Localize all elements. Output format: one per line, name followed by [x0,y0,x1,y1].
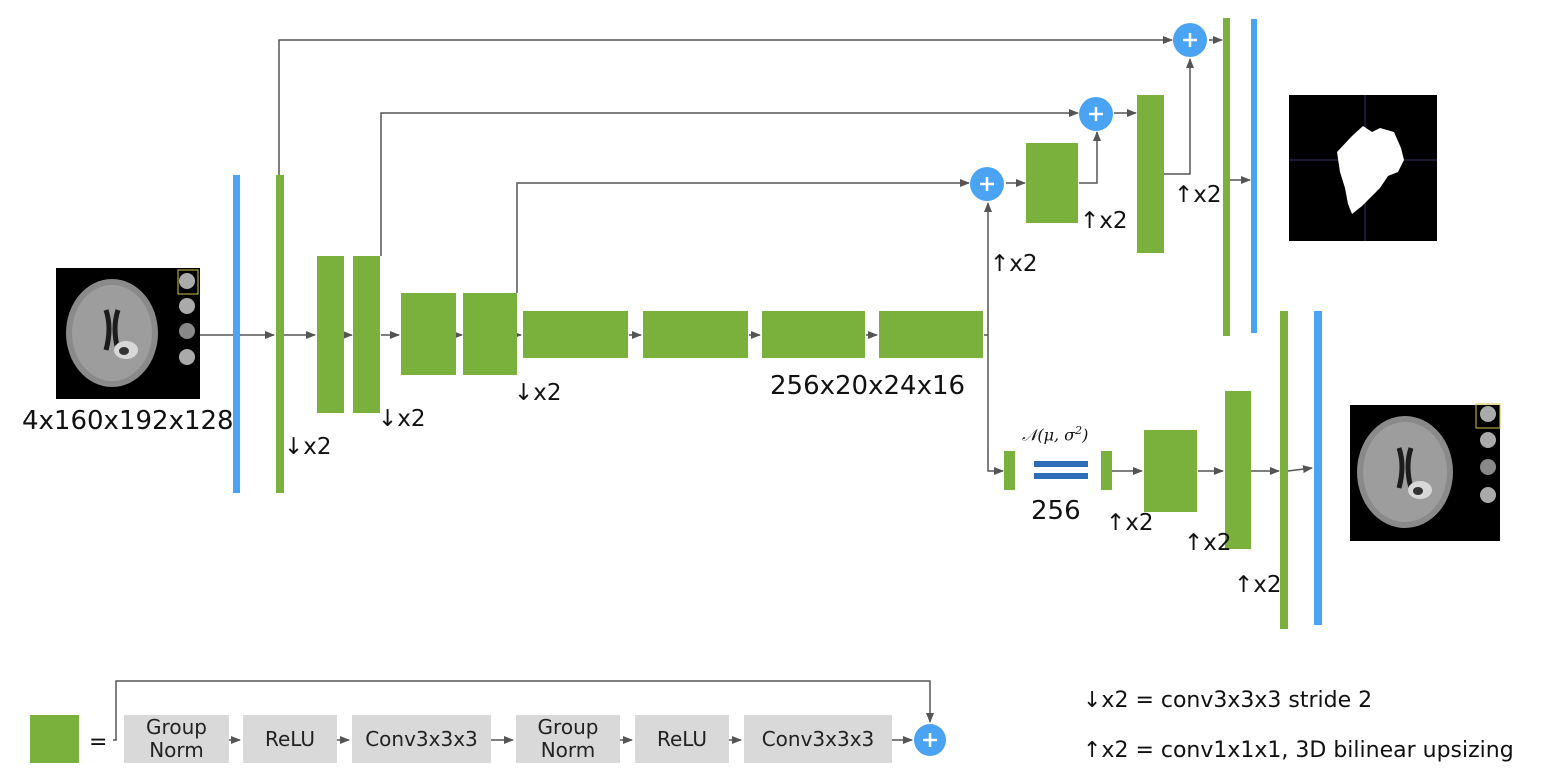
dec-block-1 [1026,143,1078,223]
enc-block-4a [523,311,628,358]
legend-def-up: ↑x2 = conv1x1x1, 3D bilinear upsizing [1083,738,1514,763]
add-node-2 [1079,97,1113,131]
vae-blocks [1004,311,1322,629]
up-label-4: ↑x2 [1106,510,1154,536]
legend-green-swatch [30,715,79,763]
up-label-3: ↑x2 [1174,182,1222,208]
vae-block-4 [1225,391,1251,549]
enc-block-2b [353,256,380,413]
vae-block-1 [1004,451,1015,490]
enc-block-3a [401,293,456,375]
decoder-arrows [984,36,1251,335]
enc-block-4c [762,311,865,358]
add-node-1 [970,167,1004,201]
legend-connections [113,680,934,744]
vae-output-blue [1314,311,1322,625]
legend-equals: = [89,730,108,755]
up-label-1: ↑x2 [990,251,1038,277]
input-mri-image [56,268,200,399]
legend-relu-2: ReLU [635,715,729,763]
encoder-blocks [233,175,983,493]
enc-block-3b [463,293,517,375]
vae-arrows [987,335,1313,475]
legend-def-down: ↓x2 = conv3x3x3 stride 2 [1083,688,1373,713]
latent-bar-bottom [1034,473,1088,479]
vae-block-3 [1144,430,1197,512]
input-size-label: 4x160x192x128 [22,406,234,436]
up-label-5: ↑x2 [1184,530,1232,556]
segmentation-mask-image [1289,95,1437,241]
latent-size-label: 256 [1031,496,1081,526]
up-label-6: ↑x2 [1234,572,1282,598]
down-label-2: ↓x2 [378,406,426,432]
decoder-blocks [1026,18,1257,336]
up-label-2: ↑x2 [1080,208,1128,234]
enc-block-4b [643,311,748,358]
dec-block-2 [1137,95,1164,253]
down-label-1: ↓x2 [284,434,332,460]
legend-conv-2: Conv3x3x3 [744,715,892,763]
reconstructed-mri-image [1350,403,1501,541]
add-node-3 [1173,23,1207,57]
enc-block-4d [879,311,983,358]
vae-block-5 [1280,311,1288,629]
enc-block-1 [276,175,284,493]
vae-block-2 [1101,451,1112,490]
enc-block-2a [317,256,344,413]
legend-relu-1: ReLU [243,715,337,763]
skip-connections [278,36,1173,293]
input-layer-blue [233,175,240,493]
legend-conv-1: Conv3x3x3 [352,715,491,763]
legend-add-node [914,724,946,756]
down-label-3: ↓x2 [514,380,562,406]
dec-output-blue [1251,19,1257,333]
latent-distribution-label: 𝒩(μ, σ2) [1022,424,1089,445]
bottleneck-size-label: 256x20x24x16 [770,371,966,401]
latent-bar-top [1034,461,1088,467]
dec-block-3 [1223,18,1230,336]
